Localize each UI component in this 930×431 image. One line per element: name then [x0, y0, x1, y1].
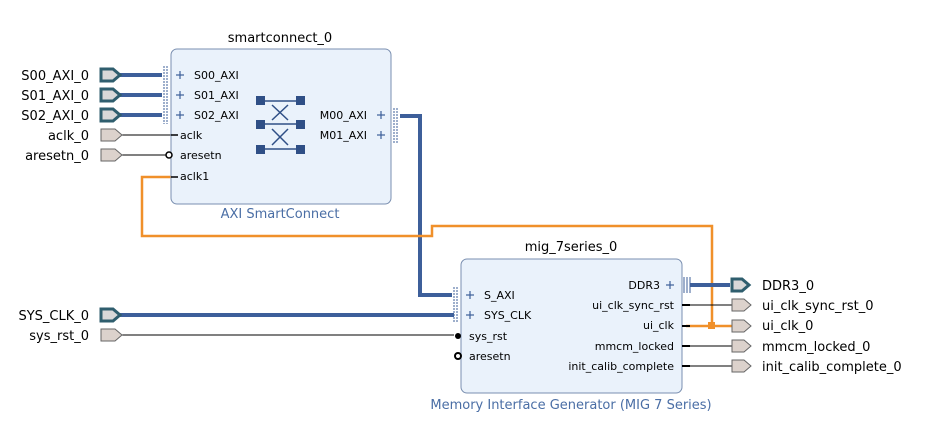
- pin-aclk1[interactable]: aclk1: [171, 170, 209, 183]
- pin-label-mmcm-locked: mmcm_locked: [595, 340, 674, 353]
- pin-label-ui-clk: ui_clk: [643, 319, 675, 332]
- port-s00-axi-0[interactable]: S00_AXI_0: [21, 67, 123, 84]
- port-label: S00_AXI_0: [21, 69, 89, 84]
- port-aresetn-0[interactable]: aresetn_0: [25, 148, 123, 164]
- bus-port-icon: [99, 67, 123, 83]
- pin-label-m00-axi: M00_AXI: [320, 109, 367, 122]
- pin-label-s01-axi: S01_AXI: [194, 89, 239, 102]
- bus-port-icon: [99, 107, 123, 123]
- pin-label-s-axi: S_AXI: [484, 289, 515, 302]
- port-label: aclk_0: [48, 129, 89, 144]
- smartconnect-body[interactable]: [170, 48, 392, 205]
- signal-port-icon: [100, 148, 123, 162]
- smartconnect-bus-connector-left: [163, 66, 168, 124]
- pin-label-s00-axi: S00_AXI: [194, 69, 239, 82]
- pin-init-calib-complete[interactable]: init_calib_complete: [568, 360, 690, 373]
- pin-label-sys-rst: sys_rst: [469, 330, 508, 343]
- pin-label-mig-aresetn: aresetn: [469, 350, 511, 363]
- port-label: aresetn_0: [25, 149, 89, 164]
- pin-sys-rst[interactable]: sys_rst: [455, 330, 508, 343]
- mig-block[interactable]: mig_7series_0 Memory Interface Generator…: [430, 240, 711, 413]
- pin-mig-aresetn[interactable]: aresetn: [454, 350, 511, 363]
- signal-port-icon: [100, 128, 123, 142]
- pin-label-sys-clk: SYS_CLK: [484, 309, 532, 322]
- pin-m00-axi[interactable]: M00_AXI: [320, 109, 385, 122]
- port-ddr3-0[interactable]: DDR3_0: [730, 277, 814, 294]
- pin-label-ui-clk-sync-rst: ui_clk_sync_rst: [592, 299, 675, 312]
- pin-label-aclk: aclk: [180, 129, 203, 142]
- port-label: sys_rst_0: [29, 329, 89, 344]
- mig-ip-name: Memory Interface Generator (MIG 7 Series…: [430, 398, 711, 413]
- pin-s-axi[interactable]: S_AXI: [466, 289, 515, 302]
- crossbar-icon: [256, 96, 305, 154]
- port-sys-rst-0[interactable]: sys_rst_0: [29, 328, 123, 344]
- port-label: init_calib_complete_0: [762, 360, 902, 375]
- bus-port-icon: [730, 277, 752, 293]
- pin-m01-axi[interactable]: M01_AXI: [320, 129, 385, 142]
- mig-bus-connector-left: [453, 287, 458, 322]
- signal-port-icon: [731, 298, 752, 312]
- pin-label-init-calib-complete: init_calib_complete: [568, 360, 674, 373]
- pin-label-s02-axi: S02_AXI: [194, 109, 239, 122]
- pin-s02-axi[interactable]: S02_AXI: [176, 109, 239, 122]
- port-mmcm-locked-0[interactable]: mmcm_locked_0: [731, 339, 870, 355]
- port-label: ui_clk_sync_rst_0: [762, 299, 873, 314]
- pin-ui-clk-sync-rst[interactable]: ui_clk_sync_rst: [592, 299, 690, 312]
- smartconnect-bus-connector-right: [393, 108, 398, 144]
- signal-port-icon: [731, 339, 752, 353]
- pin-label-aresetn: aresetn: [180, 149, 222, 162]
- pin-ui-clk[interactable]: ui_clk: [643, 319, 690, 332]
- pin-label-aclk1: aclk1: [180, 170, 209, 183]
- port-label: ui_clk_0: [762, 319, 813, 334]
- signal-port-icon: [731, 319, 752, 333]
- net-ui-clk-feedback[interactable]: [140, 175, 714, 326]
- port-label: S02_AXI_0: [21, 109, 89, 124]
- port-ui-clk-0[interactable]: ui_clk_0: [731, 319, 813, 334]
- port-s01-axi-0[interactable]: S01_AXI_0: [21, 87, 123, 104]
- signal-port-icon: [100, 328, 123, 342]
- pin-aclk[interactable]: aclk: [171, 129, 203, 142]
- port-init-calib-complete-0[interactable]: init_calib_complete_0: [731, 359, 902, 375]
- port-s02-axi-0[interactable]: S02_AXI_0: [21, 107, 123, 124]
- pin-ddr3[interactable]: DDR3: [628, 277, 691, 293]
- smartconnect-ip-name: AXI SmartConnect: [221, 207, 340, 222]
- pin-mmcm-locked[interactable]: mmcm_locked: [595, 340, 690, 353]
- port-sys-clk-0[interactable]: SYS_CLK_0: [18, 307, 123, 324]
- port-label: S01_AXI_0: [21, 89, 89, 104]
- smartconnect-block[interactable]: smartconnect_0 AXI SmartConnect S00_AXI …: [163, 31, 398, 222]
- mig-instance-name: mig_7series_0: [525, 240, 618, 255]
- pin-label-ddr3: DDR3: [628, 279, 660, 292]
- net-junction: [708, 322, 715, 329]
- port-label: DDR3_0: [762, 279, 814, 294]
- port-label: mmcm_locked_0: [762, 340, 870, 355]
- pin-s00-axi[interactable]: S00_AXI: [176, 69, 239, 82]
- bus-port-icon: [99, 307, 123, 323]
- smartconnect-instance-name: smartconnect_0: [228, 31, 332, 46]
- signal-port-icon: [731, 359, 752, 373]
- bus-port-icon: [99, 87, 123, 103]
- pin-s01-axi[interactable]: S01_AXI: [176, 89, 239, 102]
- port-ui-clk-sync-rst-0[interactable]: ui_clk_sync_rst_0: [731, 298, 873, 314]
- pin-sys-clk[interactable]: SYS_CLK: [466, 309, 532, 322]
- port-label: SYS_CLK_0: [18, 309, 89, 324]
- port-aclk-0[interactable]: aclk_0: [48, 128, 123, 144]
- net-m00-to-saxi[interactable]: [400, 114, 452, 297]
- pin-aresetn[interactable]: aresetn: [165, 149, 222, 162]
- pin-label-m01-axi: M01_AXI: [320, 129, 367, 142]
